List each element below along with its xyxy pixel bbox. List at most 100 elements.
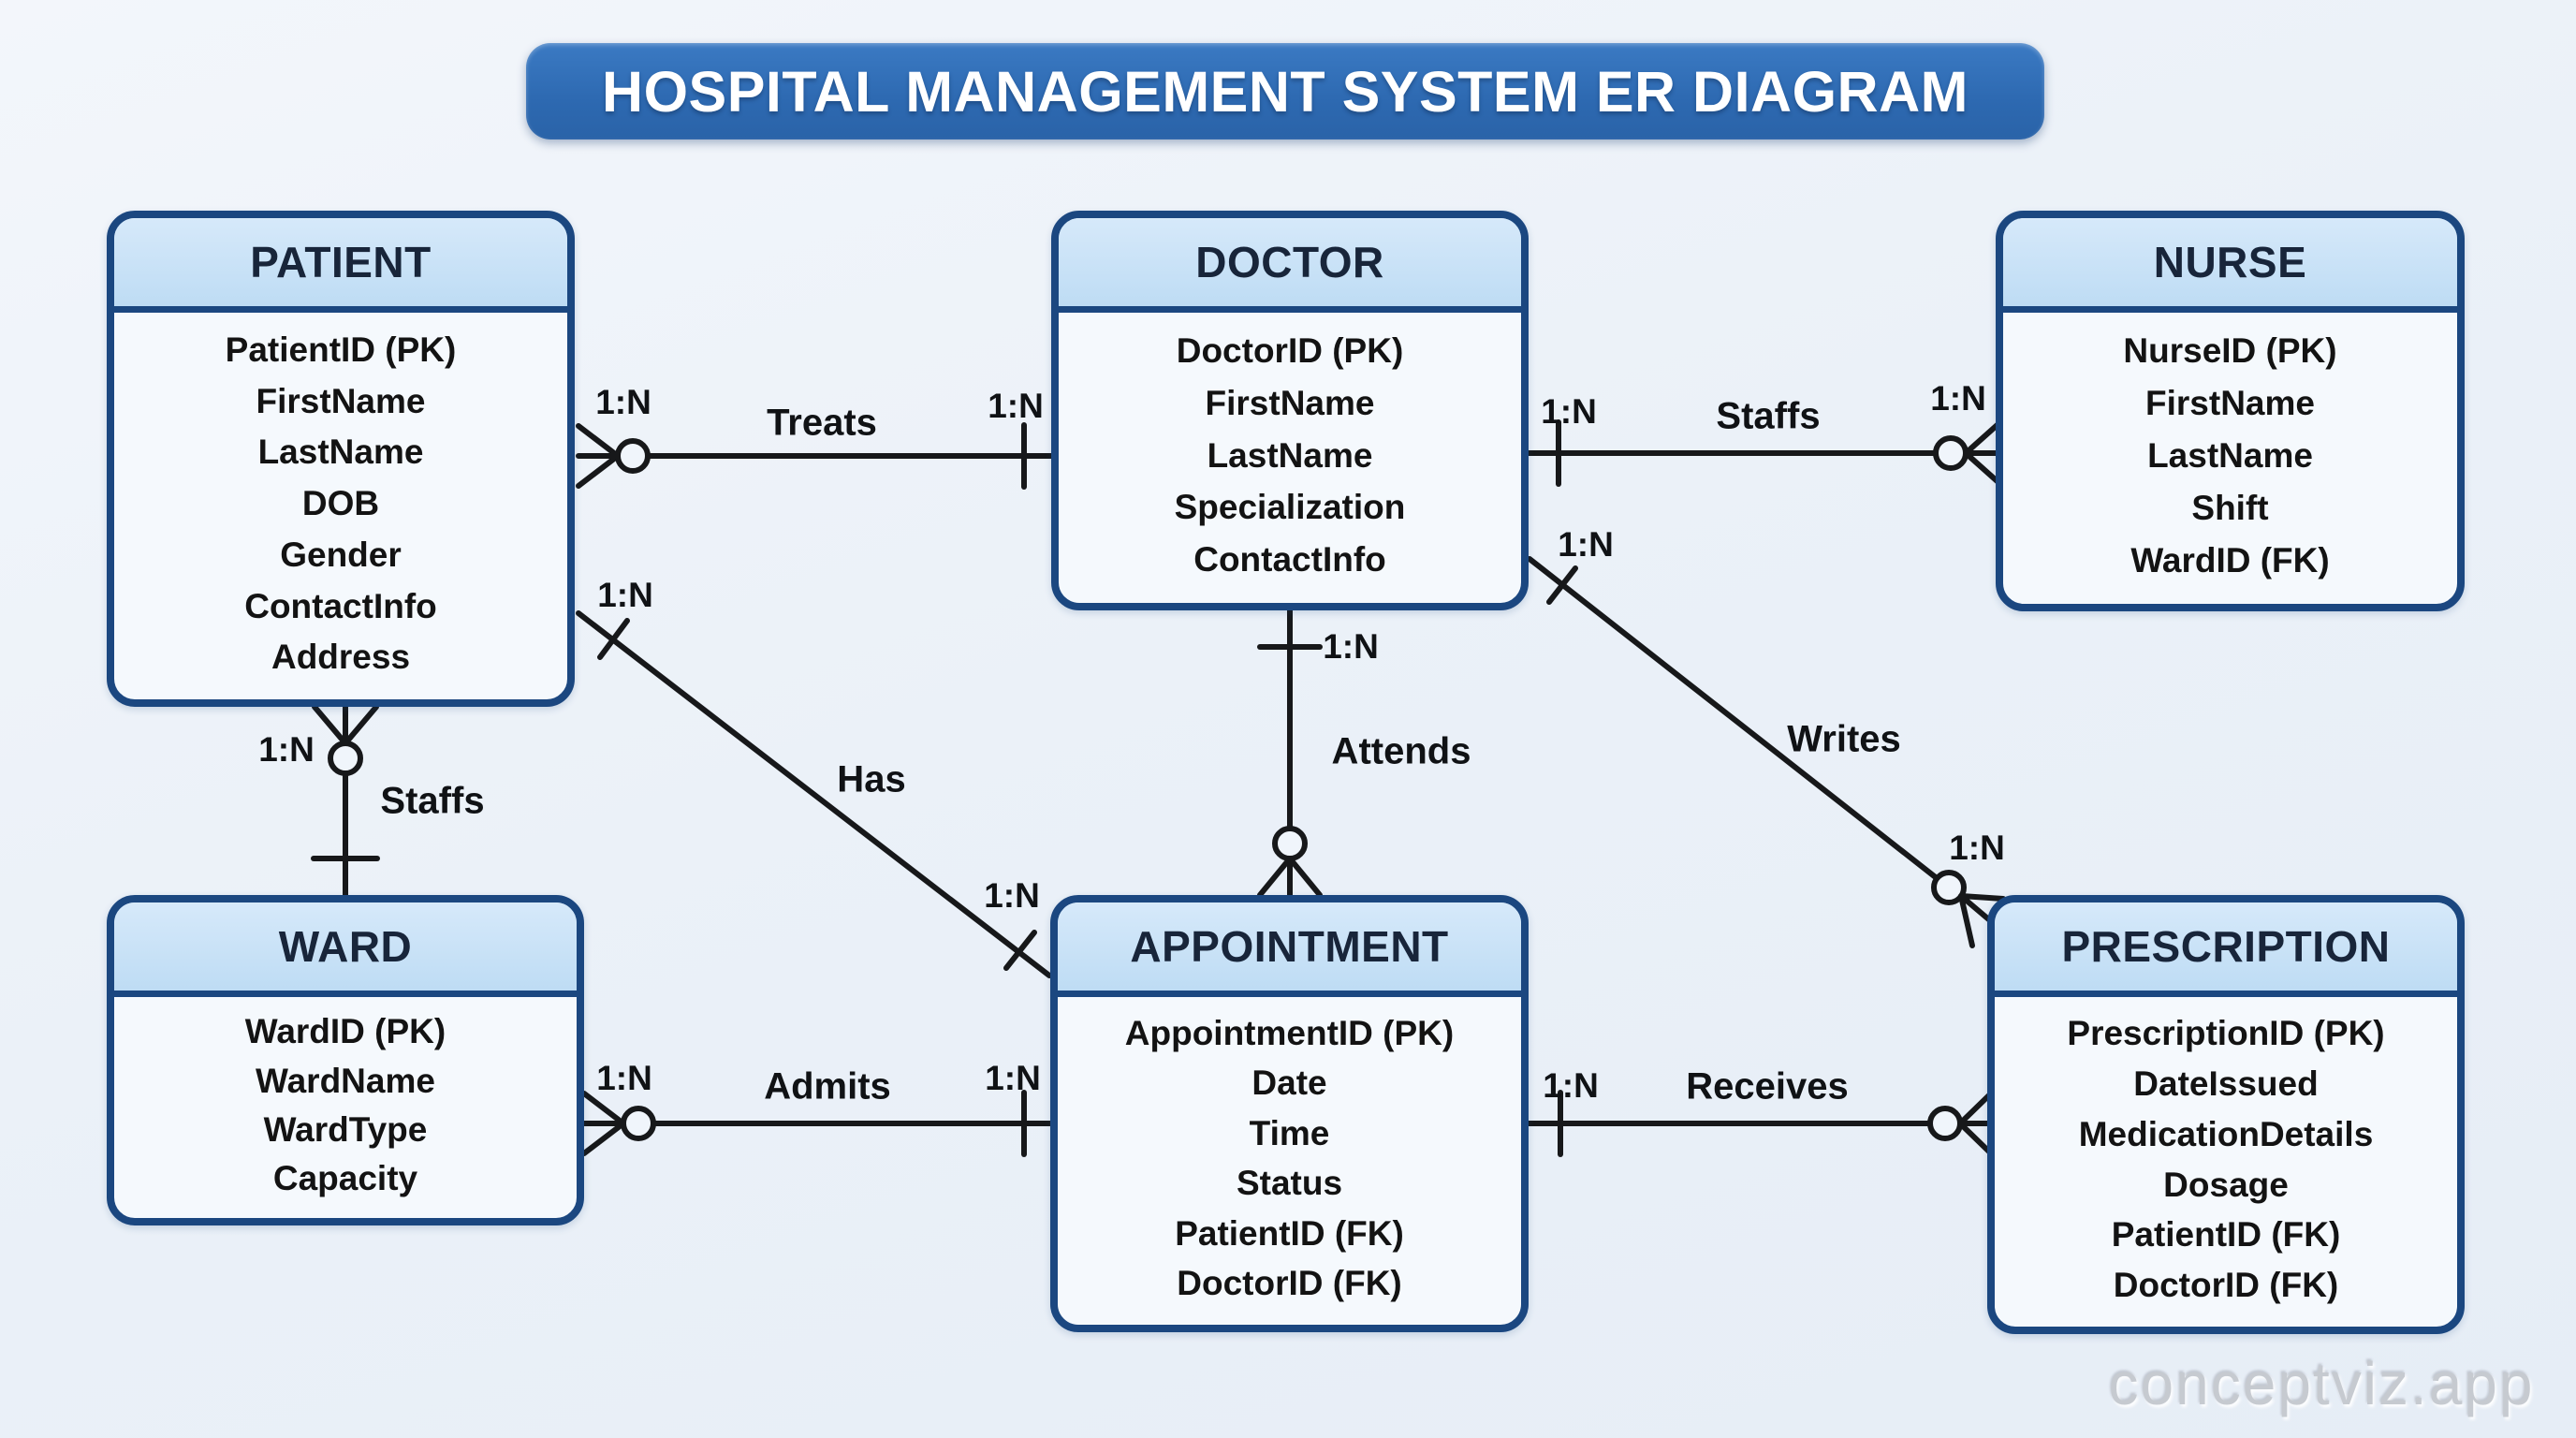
attribute: FirstName	[2145, 384, 2315, 423]
entity-patient-title: PATIENT	[250, 238, 432, 286]
one-tick-icon	[1546, 565, 1578, 605]
attribute: FirstName	[256, 381, 426, 420]
relationship-label-staffs-patient-ward: Staffs	[380, 780, 485, 822]
entity-doctor-attributes: DoctorID (PK) FirstName LastName Special…	[1059, 313, 1521, 603]
attribute: WardID (PK)	[244, 1012, 446, 1051]
cardinality-label: 1:N	[1930, 379, 1986, 418]
crow-foot-many-icon	[576, 423, 621, 489]
attribute: DoctorID (FK)	[1177, 1264, 1402, 1303]
attribute: NurseID (PK)	[2123, 331, 2337, 371]
optional-circle-icon	[1927, 1106, 1963, 1141]
receives-connector	[1525, 1090, 1995, 1157]
entity-ward-title: WARD	[278, 922, 413, 971]
attribute: Address	[271, 638, 411, 677]
optional-circle-icon	[1931, 870, 1967, 905]
entity-patient-attributes: PatientID (PK) FirstName LastName DOB Ge…	[114, 313, 567, 699]
diagram-title-banner: HOSPITAL MANAGEMENT SYSTEM ER DIAGRAM	[526, 43, 2044, 139]
optional-circle-icon	[1272, 826, 1308, 861]
staffs-doctor-nurse-connector	[1525, 419, 2003, 487]
entity-prescription-header: PRESCRIPTION	[1995, 902, 2457, 997]
attribute: Time	[1249, 1113, 1330, 1152]
cardinality-label: 1:N	[1541, 392, 1597, 431]
cardinality-label: 1:N	[984, 876, 1040, 915]
entity-nurse-attributes: NurseID (PK) FirstName LastName Shift Wa…	[2003, 313, 2457, 604]
optional-circle-icon	[621, 1106, 656, 1141]
relationship-label-treats: Treats	[767, 402, 877, 444]
attribute: Dosage	[2163, 1165, 2289, 1204]
one-tick-icon	[1003, 930, 1037, 971]
attribute: DOB	[301, 484, 380, 523]
entity-appointment-attributes: AppointmentID (PK) Date Time Status Pati…	[1058, 997, 1521, 1325]
entity-appointment-title: APPOINTMENT	[1130, 922, 1449, 971]
entity-appointment: APPOINTMENT AppointmentID (PK) Date Time…	[1050, 895, 1529, 1332]
writes-connector	[1527, 556, 2006, 948]
attribute: FirstName	[1205, 383, 1375, 422]
cardinality-label: 1:N	[985, 1059, 1041, 1097]
attribute: DoctorID (PK)	[1176, 331, 1404, 371]
crow-foot-many-icon	[1257, 856, 1323, 898]
cardinality-label: 1:N	[595, 383, 651, 421]
attribute: DoctorID (FK)	[2113, 1266, 2339, 1305]
crow-foot-many-icon	[1957, 1090, 1995, 1157]
entity-prescription-attributes: PrescriptionID (PK) DateIssued Medicatio…	[1995, 997, 2457, 1327]
staffs-patient-ward-connector	[311, 704, 380, 898]
treats-connector	[576, 422, 1054, 490]
cardinality-label: 1:N	[988, 387, 1044, 425]
attribute: WardType	[263, 1109, 428, 1149]
attribute: ContactInfo	[1193, 540, 1386, 580]
entity-nurse-title: NURSE	[2153, 238, 2307, 286]
admits-connector	[581, 1090, 1053, 1157]
entity-prescription: PRESCRIPTION PrescriptionID (PK) DateIss…	[1987, 895, 2465, 1334]
entity-ward: WARD WardID (PK) WardName WardType Capac…	[107, 895, 584, 1225]
one-tick-icon	[597, 618, 630, 660]
optional-circle-icon	[328, 741, 363, 776]
attribute: LastName	[1207, 435, 1373, 475]
attribute: LastName	[257, 433, 424, 472]
crow-foot-many-icon	[581, 1091, 626, 1156]
attribute: PatientID (FK)	[1175, 1213, 1404, 1253]
has-connector	[576, 610, 1052, 978]
crow-foot-many-icon	[312, 704, 379, 746]
cardinality-label: 1:N	[258, 730, 315, 769]
optional-circle-icon	[615, 438, 651, 474]
attribute: ContactInfo	[244, 586, 437, 625]
relationship-label-attends: Attends	[1331, 730, 1471, 772]
diagram-title: HOSPITAL MANAGEMENT SYSTEM ER DIAGRAM	[602, 59, 1969, 124]
cardinality-label: 1:N	[596, 1059, 652, 1097]
entity-nurse-header: NURSE	[2003, 218, 2457, 313]
attends-connector	[1257, 608, 1323, 898]
entity-doctor: DOCTOR DoctorID (PK) FirstName LastName …	[1051, 211, 1529, 610]
entity-nurse: NURSE NurseID (PK) FirstName LastName Sh…	[1996, 211, 2465, 611]
entity-doctor-title: DOCTOR	[1195, 238, 1384, 286]
entity-prescription-title: PRESCRIPTION	[2061, 922, 2391, 971]
attribute: Date	[1251, 1064, 1327, 1103]
cardinality-label: 1:N	[597, 576, 653, 614]
attribute: WardID (FK)	[2130, 541, 2330, 580]
attribute: WardName	[256, 1061, 435, 1100]
relationship-label-receives: Receives	[1686, 1065, 1849, 1108]
attribute: Status	[1236, 1164, 1343, 1203]
relationship-label-has: Has	[837, 758, 906, 800]
relationship-label-admits: Admits	[764, 1065, 891, 1108]
cardinality-label: 1:N	[1323, 627, 1379, 666]
attribute: LastName	[2147, 436, 2313, 476]
attribute: Specialization	[1174, 488, 1406, 527]
cardinality-label: 1:N	[1558, 525, 1614, 564]
entity-appointment-header: APPOINTMENT	[1058, 902, 1521, 997]
attribute: AppointmentID (PK)	[1124, 1013, 1455, 1052]
entity-doctor-header: DOCTOR	[1059, 218, 1521, 313]
cardinality-label: 1:N	[1543, 1066, 1599, 1105]
relationship-label-writes: Writes	[1787, 718, 1901, 760]
attribute: Gender	[280, 535, 402, 574]
relationship-label-staffs-doctor-nurse: Staffs	[1716, 395, 1821, 437]
watermark: conceptviz.app	[2108, 1350, 2535, 1417]
crow-foot-many-icon	[1963, 419, 2003, 487]
entity-patient-header: PATIENT	[114, 218, 567, 313]
entity-patient: PATIENT PatientID (PK) FirstName LastNam…	[107, 211, 575, 707]
attribute: MedicationDetails	[2078, 1114, 2374, 1153]
cardinality-label: 1:N	[1949, 829, 2005, 867]
attribute: PatientID (PK)	[225, 330, 457, 370]
optional-circle-icon	[1933, 435, 1969, 471]
